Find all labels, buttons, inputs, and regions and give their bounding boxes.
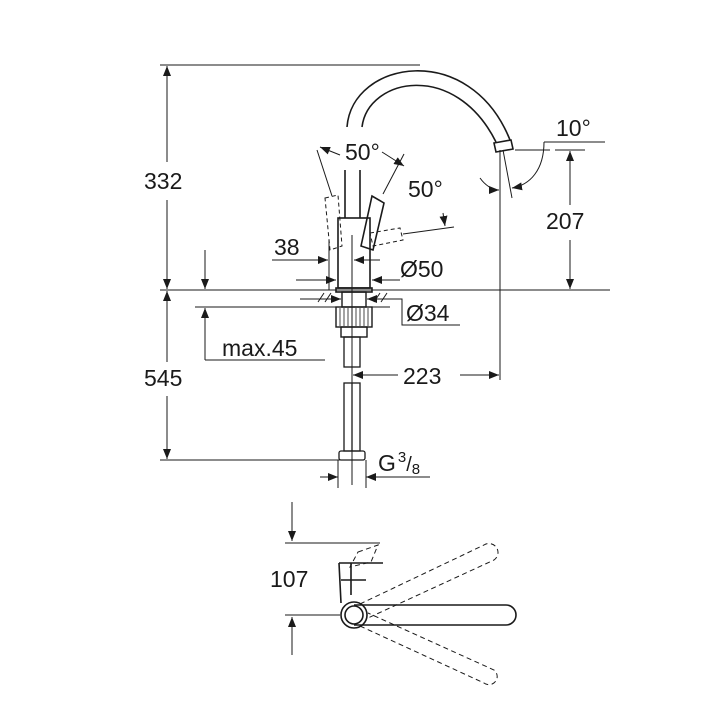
dim-spout-reach: 223 — [403, 363, 442, 389]
dim-shank-diameter: Ø34 — [406, 300, 450, 326]
dim-lever-angle-right: 50° — [408, 176, 443, 202]
top-view — [285, 502, 517, 686]
thread-den: 8 — [411, 461, 421, 478]
dim-lever-angle-left: 50° — [345, 139, 380, 165]
thread-letter: G — [378, 450, 396, 476]
dim-below-deck: 545 — [144, 365, 183, 391]
lever-handle — [360, 194, 385, 252]
dim-body-diameter: Ø50 — [400, 256, 444, 282]
dim-lever-depth: 107 — [270, 566, 309, 592]
lever-alt-positions — [324, 194, 404, 251]
dim-spout-tilt: 10° — [556, 115, 591, 141]
dim-spout-height: 207 — [546, 208, 585, 234]
spout-outline — [346, 70, 514, 153]
dim-max-deck: max.45 — [222, 335, 298, 361]
thread-num: 3 — [397, 449, 407, 466]
dim-lever-offset: 38 — [274, 234, 300, 260]
deck — [160, 289, 610, 338]
dim-overall-height: 332 — [144, 168, 183, 194]
faucet-body — [335, 170, 373, 293]
